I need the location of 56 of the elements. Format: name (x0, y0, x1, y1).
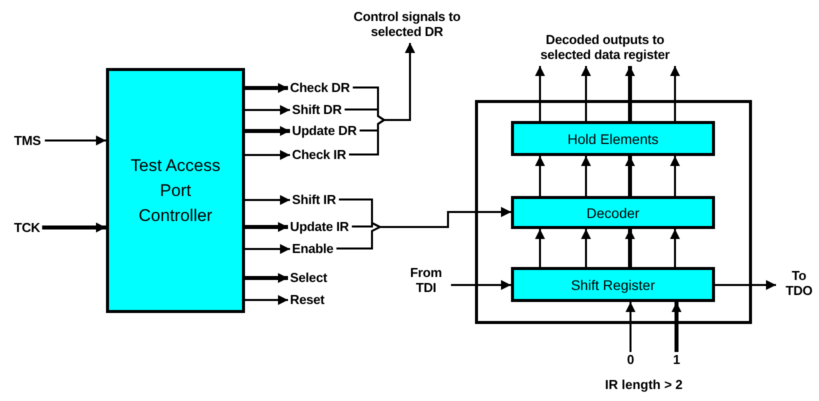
arrow (670, 156, 680, 196)
arrow (535, 66, 545, 121)
signal-label: Update DR (292, 123, 357, 138)
arrow (245, 195, 290, 205)
arrow (245, 150, 290, 160)
arrow (581, 156, 591, 196)
note-text: IR length > 2 (605, 377, 683, 392)
arrow (245, 222, 288, 232)
signal-label: From TDI (404, 265, 448, 295)
signal-label: Reset (290, 292, 324, 307)
arrow (42, 222, 106, 232)
signal-label: Control signals to selected DR (348, 9, 466, 39)
arrow (535, 229, 545, 267)
signal-label: Shift DR (292, 102, 342, 117)
arrow (245, 105, 290, 115)
arrow (626, 302, 636, 352)
arrow (336, 207, 511, 250)
arrow (451, 280, 511, 290)
process-box (511, 267, 715, 302)
arrow (245, 83, 288, 93)
signal-label: Check IR (292, 147, 346, 162)
signal-label: 0 (627, 352, 634, 367)
process-box (511, 121, 715, 156)
signal-label: Enable (292, 241, 334, 256)
signal-label: Shift IR (292, 192, 336, 207)
signal-label: TCK (14, 220, 40, 235)
arrow (625, 156, 635, 196)
arrow (625, 229, 635, 267)
arrow (245, 244, 290, 254)
box-label: Shift Register (570, 276, 656, 292)
arrow (581, 229, 591, 267)
arrow (625, 66, 635, 121)
arrow (245, 126, 290, 136)
signal-label: Check DR (290, 80, 350, 95)
signal-label: 1 (673, 352, 680, 367)
arrow (715, 280, 776, 290)
signal-label: Decoded outputs to selected data register (522, 32, 688, 62)
signal-label: Select (290, 270, 328, 285)
box-label: Hold Elements (567, 130, 659, 146)
process-box (511, 196, 715, 229)
arrow (581, 66, 591, 121)
box-label: Decoder (586, 204, 640, 220)
arrow (245, 295, 288, 305)
arrow (44, 136, 106, 146)
process-box (106, 68, 245, 313)
signal-label: To TDO (779, 268, 819, 298)
box-label: Test Access Port Controller (130, 155, 222, 227)
arrow (349, 43, 415, 156)
arrow (670, 66, 680, 121)
block-frame (475, 100, 752, 324)
signal-label: TMS (14, 133, 41, 148)
arrow (245, 273, 288, 283)
arrow (672, 302, 682, 352)
arrow (670, 229, 680, 267)
arrow (535, 156, 545, 196)
signal-label: Update IR (290, 219, 349, 234)
